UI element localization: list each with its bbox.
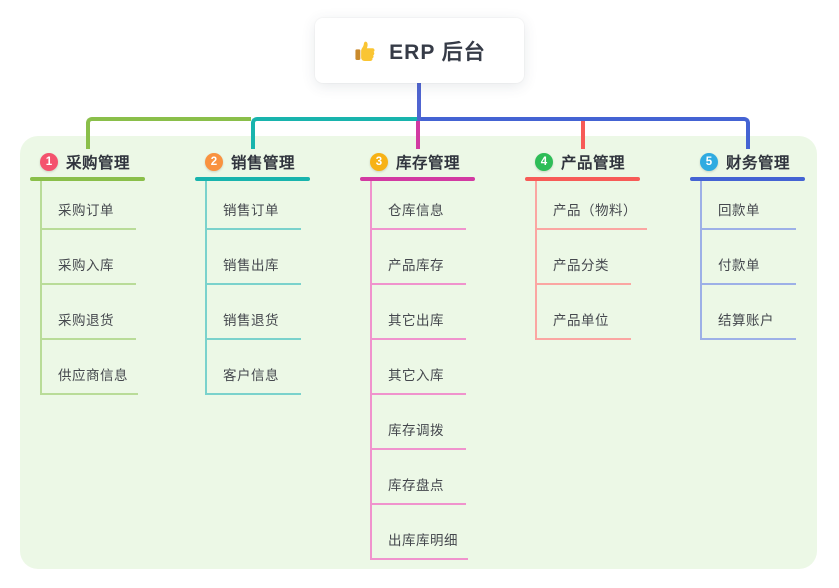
node-item[interactable]: 产品库存: [360, 230, 518, 285]
node-item-label[interactable]: 产品（物料）: [535, 199, 647, 230]
node-item-label[interactable]: 销售订单: [205, 199, 301, 230]
node-item-label[interactable]: 供应商信息: [40, 364, 138, 395]
node-item-label[interactable]: 回款单: [700, 199, 796, 230]
node-item-label[interactable]: 出库库明细: [370, 529, 468, 560]
branch-purchase-management: 1 采购管理 采购订单 采购入库 采购退货 供应商信息: [30, 150, 188, 395]
node-item[interactable]: 库存盘点: [360, 450, 518, 505]
branch-number-badge: 3: [370, 153, 388, 171]
node-item[interactable]: 采购退货: [30, 285, 188, 340]
branch-child-connector: [205, 181, 207, 395]
branch-header-sales[interactable]: 2 销售管理: [195, 150, 353, 174]
root-node[interactable]: ERP 后台: [315, 18, 524, 83]
connector-branch-finance: [419, 117, 750, 149]
thumbs-up-icon: [353, 38, 379, 64]
root-stem-connector: [417, 82, 421, 121]
node-item[interactable]: 销售出库: [195, 230, 353, 285]
branch-underline: [30, 177, 145, 181]
branch-product-management: 4 产品管理 产品（物料） 产品分类 产品单位: [525, 150, 683, 340]
node-item[interactable]: 其它出库: [360, 285, 518, 340]
node-item-label[interactable]: 销售退货: [205, 309, 301, 340]
node-item-label[interactable]: 库存盘点: [370, 474, 466, 505]
node-item-label[interactable]: 仓库信息: [370, 199, 466, 230]
root-node-title: ERP 后台: [389, 40, 486, 64]
node-item-label[interactable]: 产品单位: [535, 309, 631, 340]
branch-underline: [525, 177, 640, 181]
branch-underline: [690, 177, 805, 181]
branch-underline: [195, 177, 310, 181]
node-item-label[interactable]: 库存调拨: [370, 419, 466, 450]
node-item-label[interactable]: 销售出库: [205, 254, 301, 285]
node-item[interactable]: 仓库信息: [360, 181, 518, 230]
branch-header-purchase[interactable]: 1 采购管理: [30, 150, 188, 174]
branch-finance-management: 5 财务管理 回款单 付款单 结算账户: [690, 150, 839, 340]
branch-underline: [360, 177, 475, 181]
mindmap-canvas: [20, 136, 817, 569]
node-item[interactable]: 其它入库: [360, 340, 518, 395]
branch-header-inventory[interactable]: 3 库存管理: [360, 150, 518, 174]
connector-branch-inventory: [416, 121, 420, 149]
branch-header-finance[interactable]: 5 财务管理: [690, 150, 839, 174]
node-item[interactable]: 产品（物料）: [525, 181, 683, 230]
branch-number-badge: 2: [205, 153, 223, 171]
node-item[interactable]: 出库库明细: [360, 505, 518, 560]
branch-child-connector: [40, 181, 42, 395]
branch-title: 产品管理: [561, 155, 626, 172]
node-item[interactable]: 客户信息: [195, 340, 353, 395]
branch-header-product[interactable]: 4 产品管理: [525, 150, 683, 174]
branch-child-connector: [700, 181, 702, 340]
node-item[interactable]: 销售退货: [195, 285, 353, 340]
branch-child-connector: [535, 181, 537, 340]
connector-branch-purchase: [86, 117, 251, 149]
connector-branch-sales: [251, 117, 418, 149]
branch-inventory-management: 3 库存管理 仓库信息 产品库存 其它出库 其它入库 库存调拨 库存盘点 出库库…: [360, 150, 518, 560]
node-item[interactable]: 库存调拨: [360, 395, 518, 450]
node-item-label[interactable]: 付款单: [700, 254, 796, 285]
node-item[interactable]: 销售订单: [195, 181, 353, 230]
node-item[interactable]: 采购订单: [30, 181, 188, 230]
node-item-label[interactable]: 其它出库: [370, 309, 466, 340]
branch-child-connector: [370, 181, 372, 560]
node-item[interactable]: 产品单位: [525, 285, 683, 340]
branch-number-badge: 4: [535, 153, 553, 171]
node-item-label[interactable]: 采购订单: [40, 199, 136, 230]
node-item[interactable]: 采购入库: [30, 230, 188, 285]
branch-number-badge: 5: [700, 153, 718, 171]
node-item-label[interactable]: 其它入库: [370, 364, 466, 395]
branch-sales-management: 2 销售管理 销售订单 销售出库 销售退货 客户信息: [195, 150, 353, 395]
branch-title: 采购管理: [66, 155, 131, 172]
node-item[interactable]: 产品分类: [525, 230, 683, 285]
branch-title: 财务管理: [726, 155, 791, 172]
node-item-label[interactable]: 产品库存: [370, 254, 466, 285]
node-item[interactable]: 回款单: [690, 181, 839, 230]
node-item-label[interactable]: 采购入库: [40, 254, 136, 285]
branch-title: 销售管理: [231, 155, 296, 172]
node-item-label[interactable]: 采购退货: [40, 309, 136, 340]
connector-branch-product: [581, 121, 585, 149]
node-item-label[interactable]: 产品分类: [535, 254, 631, 285]
node-item[interactable]: 供应商信息: [30, 340, 188, 395]
node-item[interactable]: 付款单: [690, 230, 839, 285]
node-item[interactable]: 结算账户: [690, 285, 839, 340]
node-item-label[interactable]: 结算账户: [700, 309, 796, 340]
branch-title: 库存管理: [396, 155, 461, 172]
node-item-label[interactable]: 客户信息: [205, 364, 301, 395]
branch-number-badge: 1: [40, 153, 58, 171]
